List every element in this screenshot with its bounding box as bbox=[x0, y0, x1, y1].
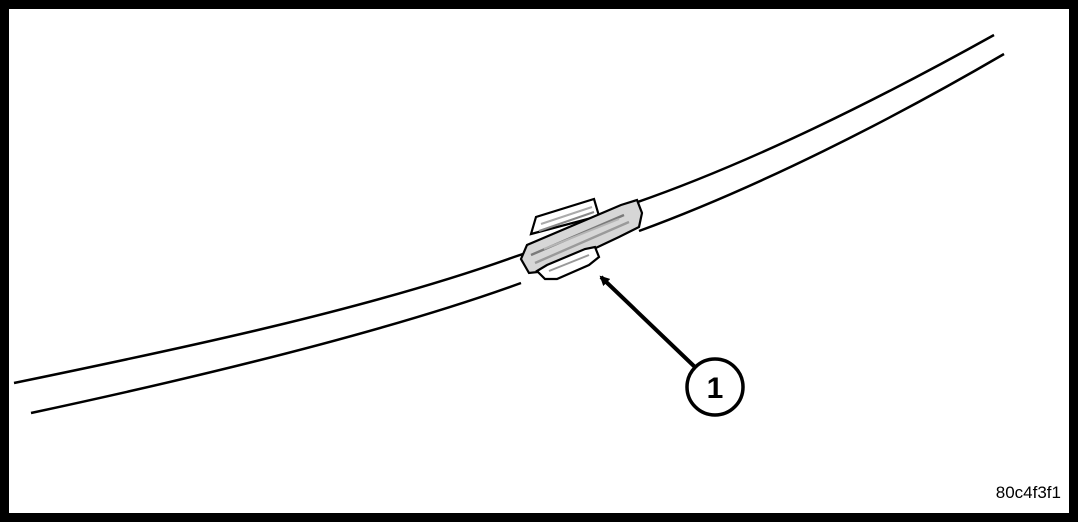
rod-lower-edge-right bbox=[638, 52, 1005, 233]
callout-leader-arrow bbox=[599, 275, 699, 371]
callout-circle bbox=[685, 357, 745, 417]
figure-id-label: 80c4f3f1 bbox=[995, 483, 1061, 502]
rod-upper-edge bbox=[13, 250, 530, 385]
callout-1: 1 bbox=[685, 357, 745, 417]
callout-number: 1 bbox=[707, 372, 724, 405]
diagram-canvas: 1 bbox=[13, 33, 1005, 417]
rod-upper-edge-right bbox=[628, 33, 995, 207]
connector-clip bbox=[519, 197, 644, 281]
rod-lower-edge bbox=[30, 281, 522, 415]
